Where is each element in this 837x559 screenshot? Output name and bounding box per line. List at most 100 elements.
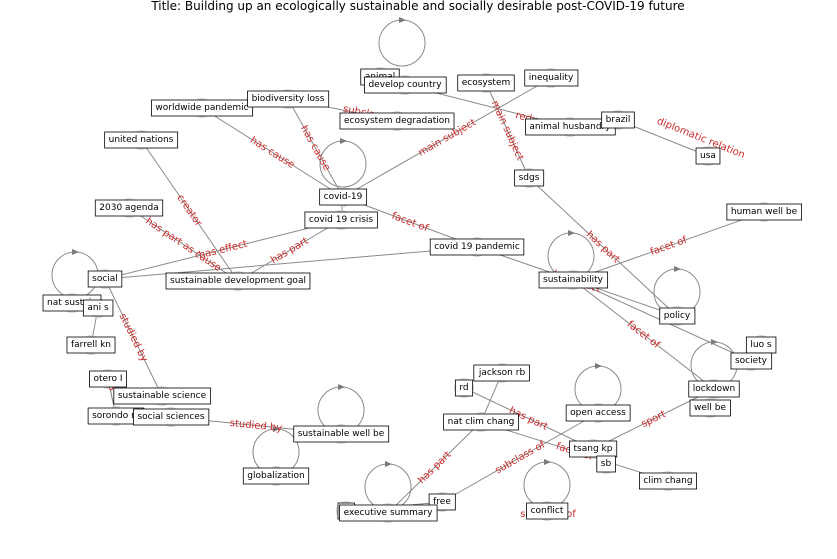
node-label-box-sb [596,455,616,473]
edge-worldwide-pandemic-to-covid19 [201,107,344,198]
node-label-box-covid19-crisis [304,211,378,229]
node-label-text-united-nations: united nations [109,135,174,145]
node-label-text-policy: policy [664,311,691,321]
node-label-box-social [87,270,123,288]
node-label-text-social-sciences: social sciences [137,412,204,422]
node-label-text-rd: rd [459,383,468,393]
node-label-society: society [730,352,773,370]
edge-label-free-to-open-access: subclass of [493,439,547,476]
node-label-box-covid19-pandemic [429,238,525,256]
node-label-text-covid19-pandemic: covid 19 pandemic [434,242,520,252]
node-label-text-free: free [433,497,451,507]
node-label-text-ani-s: ani s [87,303,109,313]
node-label-clim-chang: clim chang [639,472,697,490]
node-label-text-society: society [735,356,768,366]
node-label-box-brazil [601,111,635,129]
node-label-box-united-nations [104,131,179,149]
node-label-box-develop-country [364,76,447,94]
node-label-develop-country: develop country [364,76,447,94]
edge-label-worldwide-pandemic-to-covid19: has cause [248,135,296,171]
self-loop-arrow-sustainable-well-be [338,384,345,390]
node-label-box-tsang-kp [569,440,618,458]
node-label-text-lockdown: lockdown [693,384,735,394]
node-label-policy: policy [659,307,696,325]
node-label-box-globalization [242,467,310,485]
node-label-box-otero-i [89,370,127,388]
self-loop-animal [378,19,426,67]
node-label-box-open-access [565,404,631,422]
node-label-tsang-kp: tsang kp [569,440,618,458]
node-label-united-nations: united nations [104,131,179,149]
node-label-text-open-access: open access [570,408,626,418]
node-label-agenda2030: 2030 agenda [94,199,164,217]
node-label-text-inequality: inequality [529,73,574,83]
edge-label-nat-clim-chang-to-executive-summary: has part [416,449,453,486]
edge-label-sustainable-science-to-social: studied by [117,312,150,364]
node-label-box-usa [695,147,721,165]
node-label-text-farrell-kn: farrell kn [71,340,111,350]
node-label-box-ecosystem [457,74,515,92]
node-label-sb: sb [596,455,616,473]
node-label-text-globalization: globalization [247,471,304,481]
node-label-globalization: globalization [242,467,310,485]
node-label-box-sustainable-development-goal [165,272,311,290]
edge-label-sdgs-to-ecosystem: main subject [489,99,526,162]
node-label-text-covid19-crisis: covid 19 crisis [309,215,374,225]
node-label-text-human-well-be: human well be [731,207,798,217]
node-label-text-sustainable-science: sustainable science [118,391,207,401]
node-label-otero-i: otero I [89,370,127,388]
node-label-open-access: open access [565,404,631,422]
edge-sustainable-development-goal-to-covid19-crisis [237,219,342,282]
node-label-text-executive-summary: executive summary [344,508,434,518]
node-label-jackson-rb: jackson rb [473,364,530,382]
node-label-well-be: well be [689,399,731,417]
edge-label-social-to-covid19-crisis: has effect [198,239,249,262]
node-label-biodiversity-loss: biodiversity loss [247,90,330,108]
node-label-text-social: social [92,274,118,284]
node-label-box-well-be [689,399,731,417]
self-loop-arrow-policy [674,266,681,272]
node-label-box-ecosystem-degradation [339,112,455,130]
node-label-social: social [87,270,123,288]
node-label-text-sustainable-well-be: sustainable well be [298,429,385,439]
edge-sustainable-development-goal-to-united-nations [140,139,239,282]
edge-nat-clim-chang-to-executive-summary [387,421,482,514]
node-label-inequality: inequality [524,69,579,87]
edge-label-tsang-kp-to-lockdown: sport [640,409,668,430]
node-label-box-worldwide-pandemic [151,99,254,117]
edge-rd-to-tsang-kp [463,387,594,450]
edge-label-sdgs-to-policy: has part [584,229,622,265]
node-label-ecosystem: ecosystem [457,74,515,92]
node-label-sustainable-well-be: sustainable well be [293,425,390,443]
node-label-text-covid19: covid-19 [324,192,363,202]
node-label-box-ani-s [82,299,114,317]
self-loop-arrow-animal [399,17,406,23]
edge-covid19-to-inequality [342,77,552,198]
edge-sustainable-science-to-social [104,278,163,397]
node-label-sustainability: sustainability [538,271,609,289]
node-label-text-clim-chang: clim chang [643,476,692,486]
node-label-text-luo-s: luo s [750,340,772,350]
node-label-box-social-sciences [133,408,210,426]
node-label-nat-clim-chang: nat clim chang [443,413,519,431]
node-label-farrell-kn: farrell kn [66,336,116,354]
node-label-worldwide-pandemic: worldwide pandemic [151,99,254,117]
node-label-sustainable-science: sustainable science [113,387,212,405]
node-labels-layer: animaldevelop countryecosysteminequality… [42,68,802,522]
node-label-text-develop-country: develop country [368,80,442,90]
node-label-text-ecosystem-degradation: ecosystem degradation [344,116,450,126]
edge-label-sorondo-m-to-otero-i: S [105,383,117,392]
edge-label-covid19-to-covid19-pandemic: facet of [390,211,430,235]
edge-label-sustainable-development-goal-to-agenda2030: has part as cause [143,216,223,274]
self-loop-arrow-open-access [595,363,602,369]
node-label-text-tsang-kp: tsang kp [574,444,613,454]
node-label-box-sustainability [538,271,609,289]
node-label-box-nat-clim-chang [443,413,519,431]
node-label-box-jackson-rb [473,364,530,382]
node-label-text-animal-husbandry: animal husbandry [529,122,611,132]
node-label-box-clim-chang [639,472,697,490]
self-loop-arrow-covid19 [340,138,347,144]
